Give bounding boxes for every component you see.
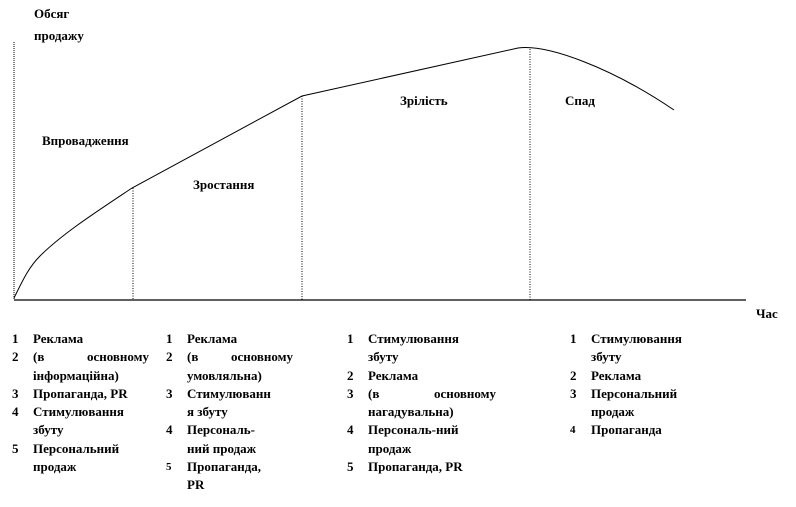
x-axis-label: Час: [756, 306, 778, 321]
stage-label-decline: Спад: [565, 93, 595, 108]
list-item: 2 Реклама: [347, 367, 496, 385]
item-text: продаж: [591, 404, 635, 420]
item-text: ний продаж: [187, 440, 257, 456]
item-text: Пропаганда, PR: [33, 385, 128, 401]
list-item: 4 Стимулювання: [12, 403, 149, 421]
y-axis-label: Обсяг продажу: [34, 6, 84, 44]
list-item-continued: інформаційна): [12, 367, 149, 385]
list-item: 3 Стимулюванн: [166, 385, 293, 403]
list-item: 2 Реклама: [570, 367, 711, 385]
item-text: Пропаганда,: [187, 459, 262, 475]
list-item: 3 Персональний: [570, 385, 711, 403]
list-item: 1 Стимулювання: [570, 330, 711, 348]
item-number: 2: [347, 367, 354, 383]
item-text: Реклама: [33, 331, 84, 346]
item-text: інформаційна): [33, 367, 119, 383]
list-item: 3 (в основному: [347, 385, 496, 403]
item-number: 5: [166, 461, 172, 474]
list-item: 1 Стимулювання: [347, 330, 496, 348]
item-text: Персональний: [591, 385, 678, 401]
item-number: 4: [347, 422, 354, 438]
list-item-continued: збуту: [347, 348, 496, 366]
item-text: Персональний: [33, 440, 120, 456]
list-item-continued: ний продаж: [166, 440, 293, 458]
item-number: 1: [166, 331, 173, 346]
tools-list-maturity: 1 Стимулювання збуту 2 Реклама 3 (в основно…: [347, 330, 496, 476]
item-text: PR: [187, 477, 205, 493]
lifecycle-diagram: [13, 42, 746, 301]
item-text: Пропаганда, PR: [368, 459, 463, 475]
item-text: Персональ-: [187, 422, 255, 438]
tools-list-growth: 1 Реклама 2 (в основному умовляльна) 3 Стим…: [166, 330, 293, 495]
list-item: 2 (в основному: [12, 348, 149, 366]
item-number: 3: [570, 385, 577, 401]
list-item-continued: PR: [166, 476, 293, 494]
item-number: 4: [570, 424, 576, 437]
list-item: 4 Персональ-: [166, 421, 293, 439]
item-text: збуту: [368, 349, 399, 365]
item-text: Персональ-ний: [368, 422, 459, 438]
list-item: 3 Пропаганда, PR: [12, 385, 149, 403]
item-text: умовляльна): [187, 367, 262, 383]
item-text: Реклама: [591, 367, 642, 383]
item-number: 1: [347, 331, 354, 346]
list-item-continued: збуту: [12, 421, 149, 439]
tools-list-introduction: 1 Реклама 2 (в основному інформаційна) 3 Пр…: [12, 330, 149, 476]
list-item-continued: умовляльна): [166, 367, 293, 385]
stage-label-introduction: Впровадження: [42, 133, 129, 148]
item-number: 3: [166, 385, 173, 401]
item-text: Стимулюванн: [187, 385, 271, 401]
list-item: 4 Персональ-ний: [347, 421, 496, 439]
item-text: (в основному: [187, 349, 293, 365]
y-axis-label-line-2: продажу: [34, 28, 84, 43]
item-text: Стимулювання: [368, 331, 459, 346]
list-item-continued: продаж: [570, 403, 711, 421]
item-number: 3: [347, 385, 354, 401]
list-item: 5 Персональний: [12, 440, 149, 458]
tools-list-decline: 1 Стимулювання збуту 2 Реклама 3 Персональн…: [570, 330, 711, 440]
list-item-continued: продаж: [12, 458, 149, 476]
list-item: 1 Реклама: [166, 330, 293, 348]
list-item: 5 Пропаганда, PR: [347, 458, 496, 476]
y-axis-label-line-1: Обсяг: [34, 6, 70, 21]
item-text: Стимулювання: [33, 404, 124, 420]
item-number: 2: [166, 349, 173, 365]
item-text: (в основному: [368, 385, 496, 401]
item-number: 4: [166, 422, 173, 438]
list-item-continued: збуту: [570, 348, 711, 366]
list-item-continued: нагадувальна): [347, 403, 496, 421]
item-text: продаж: [368, 440, 412, 456]
item-number: 5: [347, 459, 354, 475]
list-item-continued: продаж: [347, 440, 496, 458]
list-item: 1 Реклама: [12, 330, 149, 348]
item-text: я збуту: [187, 404, 228, 420]
sales-curve: [13, 47, 675, 299]
item-number: 1: [570, 331, 577, 346]
item-text: продаж: [33, 459, 77, 475]
item-number: 4: [12, 404, 19, 420]
item-number: 3: [12, 385, 19, 401]
item-text: (в основному: [33, 349, 149, 365]
item-number: 5: [12, 440, 19, 456]
list-item: 4 Пропаганда: [570, 421, 711, 439]
list-item-continued: я збуту: [166, 403, 293, 421]
item-text: нагадувальна): [368, 404, 454, 420]
item-number: 2: [12, 349, 19, 365]
item-text: Пропаганда: [591, 422, 662, 438]
stage-label-growth: Зростання: [193, 177, 255, 192]
list-item: 5 Пропаганда,: [166, 458, 293, 476]
item-text: збуту: [33, 422, 64, 438]
item-number: 2: [570, 367, 577, 383]
item-number: 1: [12, 331, 19, 346]
item-text: збуту: [591, 349, 622, 365]
item-text: Реклама: [368, 367, 419, 383]
item-text: Стимулювання: [591, 331, 682, 346]
list-item: 2 (в основному: [166, 348, 293, 366]
stage-label-maturity: Зрілість: [400, 93, 448, 108]
item-text: Реклама: [187, 331, 238, 346]
